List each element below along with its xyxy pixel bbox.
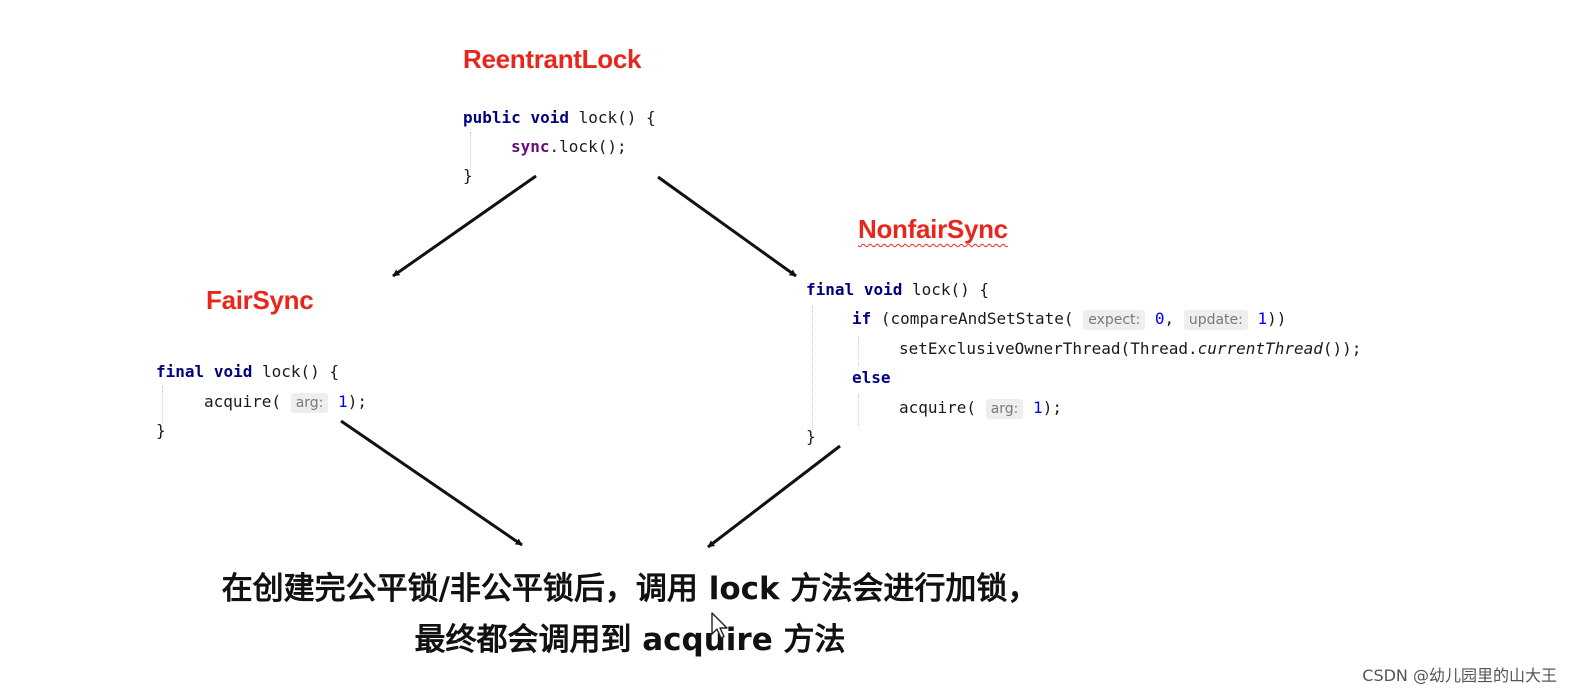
nonfairsync-code: final void lock() { if (compareAndSetSta… [806, 278, 1506, 448]
reentrantlock-code: public void lock() { sync.lock(); } [463, 106, 723, 185]
code-text: ); [1042, 398, 1062, 417]
code-line: } [806, 425, 816, 449]
code-text: , [1164, 309, 1175, 328]
arrow-fairsync-to-caption [340, 419, 523, 547]
parameter-hint: arg: [985, 399, 1024, 419]
indent-guide [858, 336, 859, 366]
indent-guide [470, 132, 471, 170]
code-line: public void lock() { [463, 106, 656, 130]
code-line: if (compareAndSetState( expect: 0, updat… [852, 307, 1286, 331]
code-text: .lock(); [549, 137, 627, 156]
code-number: 1 [1257, 309, 1268, 328]
mouse-pointer-icon [711, 612, 728, 639]
fairsync-title: FairSync [206, 285, 314, 315]
code-text: lock() { [911, 280, 990, 299]
parameter-hint: update: [1183, 310, 1248, 330]
arrow-reentrant-to-nonfairsync [657, 175, 797, 278]
code-keyword: void [213, 362, 253, 381]
code-text: } [806, 427, 816, 446]
code-text: ); [347, 392, 367, 411]
code-keyword: if [852, 309, 872, 328]
caption-line-2: 最终都会调用到 acquire 方法 [414, 622, 846, 658]
indent-guide [162, 386, 163, 424]
code-text: ()); [1322, 339, 1362, 358]
code-line: setExclusiveOwnerThread(Thread.currentTh… [899, 337, 1361, 361]
code-line: } [156, 419, 166, 443]
code-text: } [156, 421, 166, 440]
parameter-hint: expect: [1083, 310, 1146, 330]
code-keyword: else [852, 368, 891, 387]
code-field: sync [511, 137, 550, 156]
code-keyword: public [463, 108, 521, 127]
nonfairsync-title: NonfairSync [858, 214, 1008, 244]
code-text: lock() { [578, 108, 656, 127]
code-number: 1 [338, 392, 348, 411]
code-line: final void lock() { [156, 360, 339, 384]
arrow-reentrant-to-fairsync [392, 174, 537, 278]
code-line: } [463, 164, 473, 188]
watermark: CSDN @幼儿园里的山大王 [1362, 666, 1557, 685]
code-line: final void lock() { [806, 278, 989, 302]
code-text: acquire( [899, 398, 977, 417]
fairsync-code: final void lock() { acquire( arg: 1); } [156, 360, 416, 440]
parameter-hint: arg: [290, 393, 329, 413]
code-line: acquire( arg: 1); [204, 390, 367, 414]
indent-guide [812, 306, 813, 430]
code-line: acquire( arg: 1); [899, 396, 1062, 420]
code-line: else [852, 366, 891, 390]
code-keyword: void [863, 280, 903, 299]
code-text: } [463, 166, 473, 185]
code-keyword: void [530, 108, 569, 127]
code-italic-method: currentThread [1197, 339, 1323, 358]
caption-line-1: 在创建完公平锁/非公平锁后，调用 lock 方法会进行加锁， [221, 571, 1039, 607]
code-keyword: final [806, 280, 855, 299]
code-text: lock() { [261, 362, 340, 381]
code-text: setExclusiveOwnerThread(Thread. [899, 339, 1198, 358]
code-number: 0 [1154, 309, 1165, 328]
code-line: sync.lock(); [511, 135, 627, 159]
code-keyword: final [156, 362, 205, 381]
arrow-nonfairsync-to-caption [707, 444, 841, 549]
reentrantlock-title: ReentrantLock [463, 44, 642, 74]
code-text: acquire( [204, 392, 282, 411]
code-text: (compareAndSetState( [880, 309, 1074, 328]
indent-guide [858, 395, 859, 425]
code-text: )) [1267, 309, 1287, 328]
code-number: 1 [1033, 398, 1043, 417]
